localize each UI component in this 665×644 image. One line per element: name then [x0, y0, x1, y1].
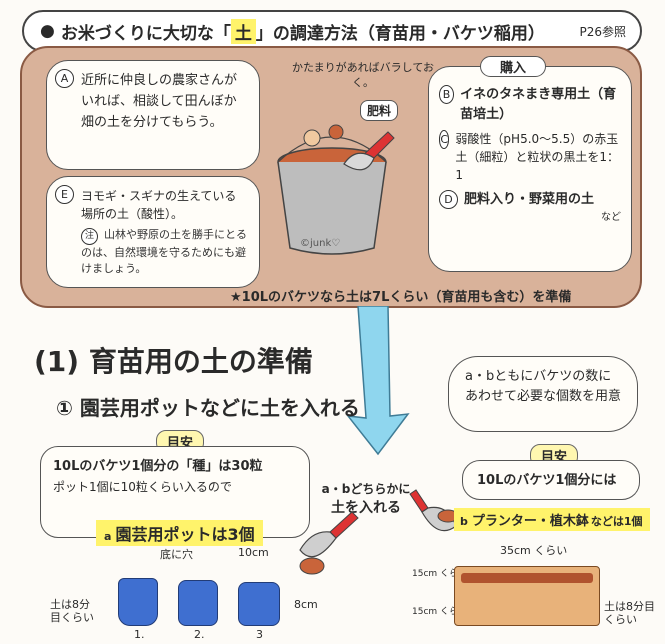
left-guide-line1: 10Lのバケツ1個分の「種」は30粒: [53, 459, 263, 474]
purchase-c-text: 弱酸性（pH5.0〜5.5）の赤玉土（細粒）と粒状の黒土を1：1: [455, 132, 620, 182]
left-guide-line2: ポット1個に10粒くらい入るので: [53, 479, 232, 494]
purchase-d-text: 肥料入り・野菜用の土: [464, 192, 595, 207]
pot-count-text: 園芸用ポットは3個: [115, 525, 255, 544]
marker-a: A: [55, 69, 74, 88]
bucket-illustration: [277, 124, 395, 255]
trowel-right-icon: [409, 489, 459, 532]
purchase-bubble: B イネのタネまき専用土（育苗培土） C 弱酸性（pH5.0〜5.5）の赤玉土（…: [428, 66, 632, 272]
planter-count-marker: b: [460, 515, 468, 528]
option-a-bubble: A 近所に仲良しの農家さんがいれば、相談して田んぼか畑の土を分けてもらう。: [46, 60, 260, 170]
title-text-before: お米づくりに大切な「: [60, 23, 231, 44]
marker-d: D: [439, 190, 458, 209]
pot-count-marker: a: [104, 530, 112, 543]
planter-fill-label: 土は8分目くらい: [604, 600, 655, 627]
pot-3-number: 3: [256, 628, 263, 641]
planter-soil: [461, 573, 593, 583]
marker-b: B: [439, 85, 455, 104]
down-arrow-icon: [346, 306, 410, 456]
option-a-text: 近所に仲良しの農家さんがいれば、相談して田んぼか畑の土を分けてもらう。: [81, 73, 238, 130]
purchase-b-text: イネのタネまき専用土（育苗培土）: [460, 87, 617, 122]
planter: [454, 566, 600, 626]
illustration-signature: ©junk♡: [300, 238, 341, 249]
section-heading: (1) 育苗用の土の準備: [34, 345, 313, 378]
pot-fill-label: 土は8分目くらい: [50, 598, 94, 625]
pot-width-label: 10cm: [238, 546, 269, 559]
purchase-d-suffix: など: [601, 211, 621, 223]
title-page-ref: P26参照: [579, 24, 626, 39]
fertilizer-tag: 肥料: [360, 100, 399, 121]
page-title: ● お米づくりに大切な「 土 」の調達方法（育苗用・バケツ稲用） P26参照: [22, 10, 642, 52]
planter-count-suffix: などは1個: [590, 515, 643, 528]
step-heading: ① 園芸用ポットなどに土を入れる: [56, 396, 360, 420]
note-marker: 注: [81, 228, 98, 245]
right-guide-box: 10Lのバケツ1個分には: [462, 460, 640, 500]
middle-note-line1: a・bどちらかに: [321, 482, 411, 496]
planter-count-text: プランター・植木鉢: [471, 514, 589, 529]
title-bullet: ●: [40, 21, 55, 41]
marker-c: C: [439, 130, 450, 149]
bucket-soil-note: ★10Lのバケツなら土は7Lくらい（育苗用も含む）を準備: [230, 290, 572, 305]
quantity-note-bubble: a・bともにバケツの数にあわせて必要な個数を用意: [448, 356, 638, 432]
planter-width-label: 35cm くらい: [500, 544, 568, 557]
pot-1-number: 1.: [134, 628, 145, 641]
middle-note: a・bどちらかに 土を入れる: [316, 480, 416, 519]
planter-height-label-2: 15cm くらい: [412, 607, 468, 617]
illustration-caption: かたまりがあればバラしておく。: [291, 61, 434, 90]
option-e-bubble: E ヨモギ・スギナの生えている場所の土（酸性）。 注山林や野原の土を勝手にとるの…: [46, 176, 260, 288]
trowel-left-icon: [299, 511, 359, 575]
purchase-heading: 購入: [480, 56, 546, 77]
middle-note-line2: 土を入れる: [331, 500, 401, 516]
pot-2: [178, 580, 218, 626]
title-highlight: 土: [230, 18, 256, 44]
pot-hole-label: 底に穴: [160, 548, 193, 561]
planter-height-label-1: 15cm くらい: [412, 569, 468, 579]
title-text-after: 」の調達方法（育苗用・バケツ稲用）: [255, 23, 545, 44]
option-e-text: ヨモギ・スギナの生えている場所の土（酸性）。: [81, 189, 237, 221]
marker-e: E: [55, 185, 74, 204]
pot-1: [118, 578, 158, 626]
option-e-note: 山林や野原の土を勝手にとるのは、自然環境を守るためにも避けましょう。: [81, 228, 247, 275]
pot-2-number: 2.: [194, 628, 205, 641]
pot-3: [238, 582, 280, 626]
pot-height-label: 8cm: [294, 598, 318, 611]
